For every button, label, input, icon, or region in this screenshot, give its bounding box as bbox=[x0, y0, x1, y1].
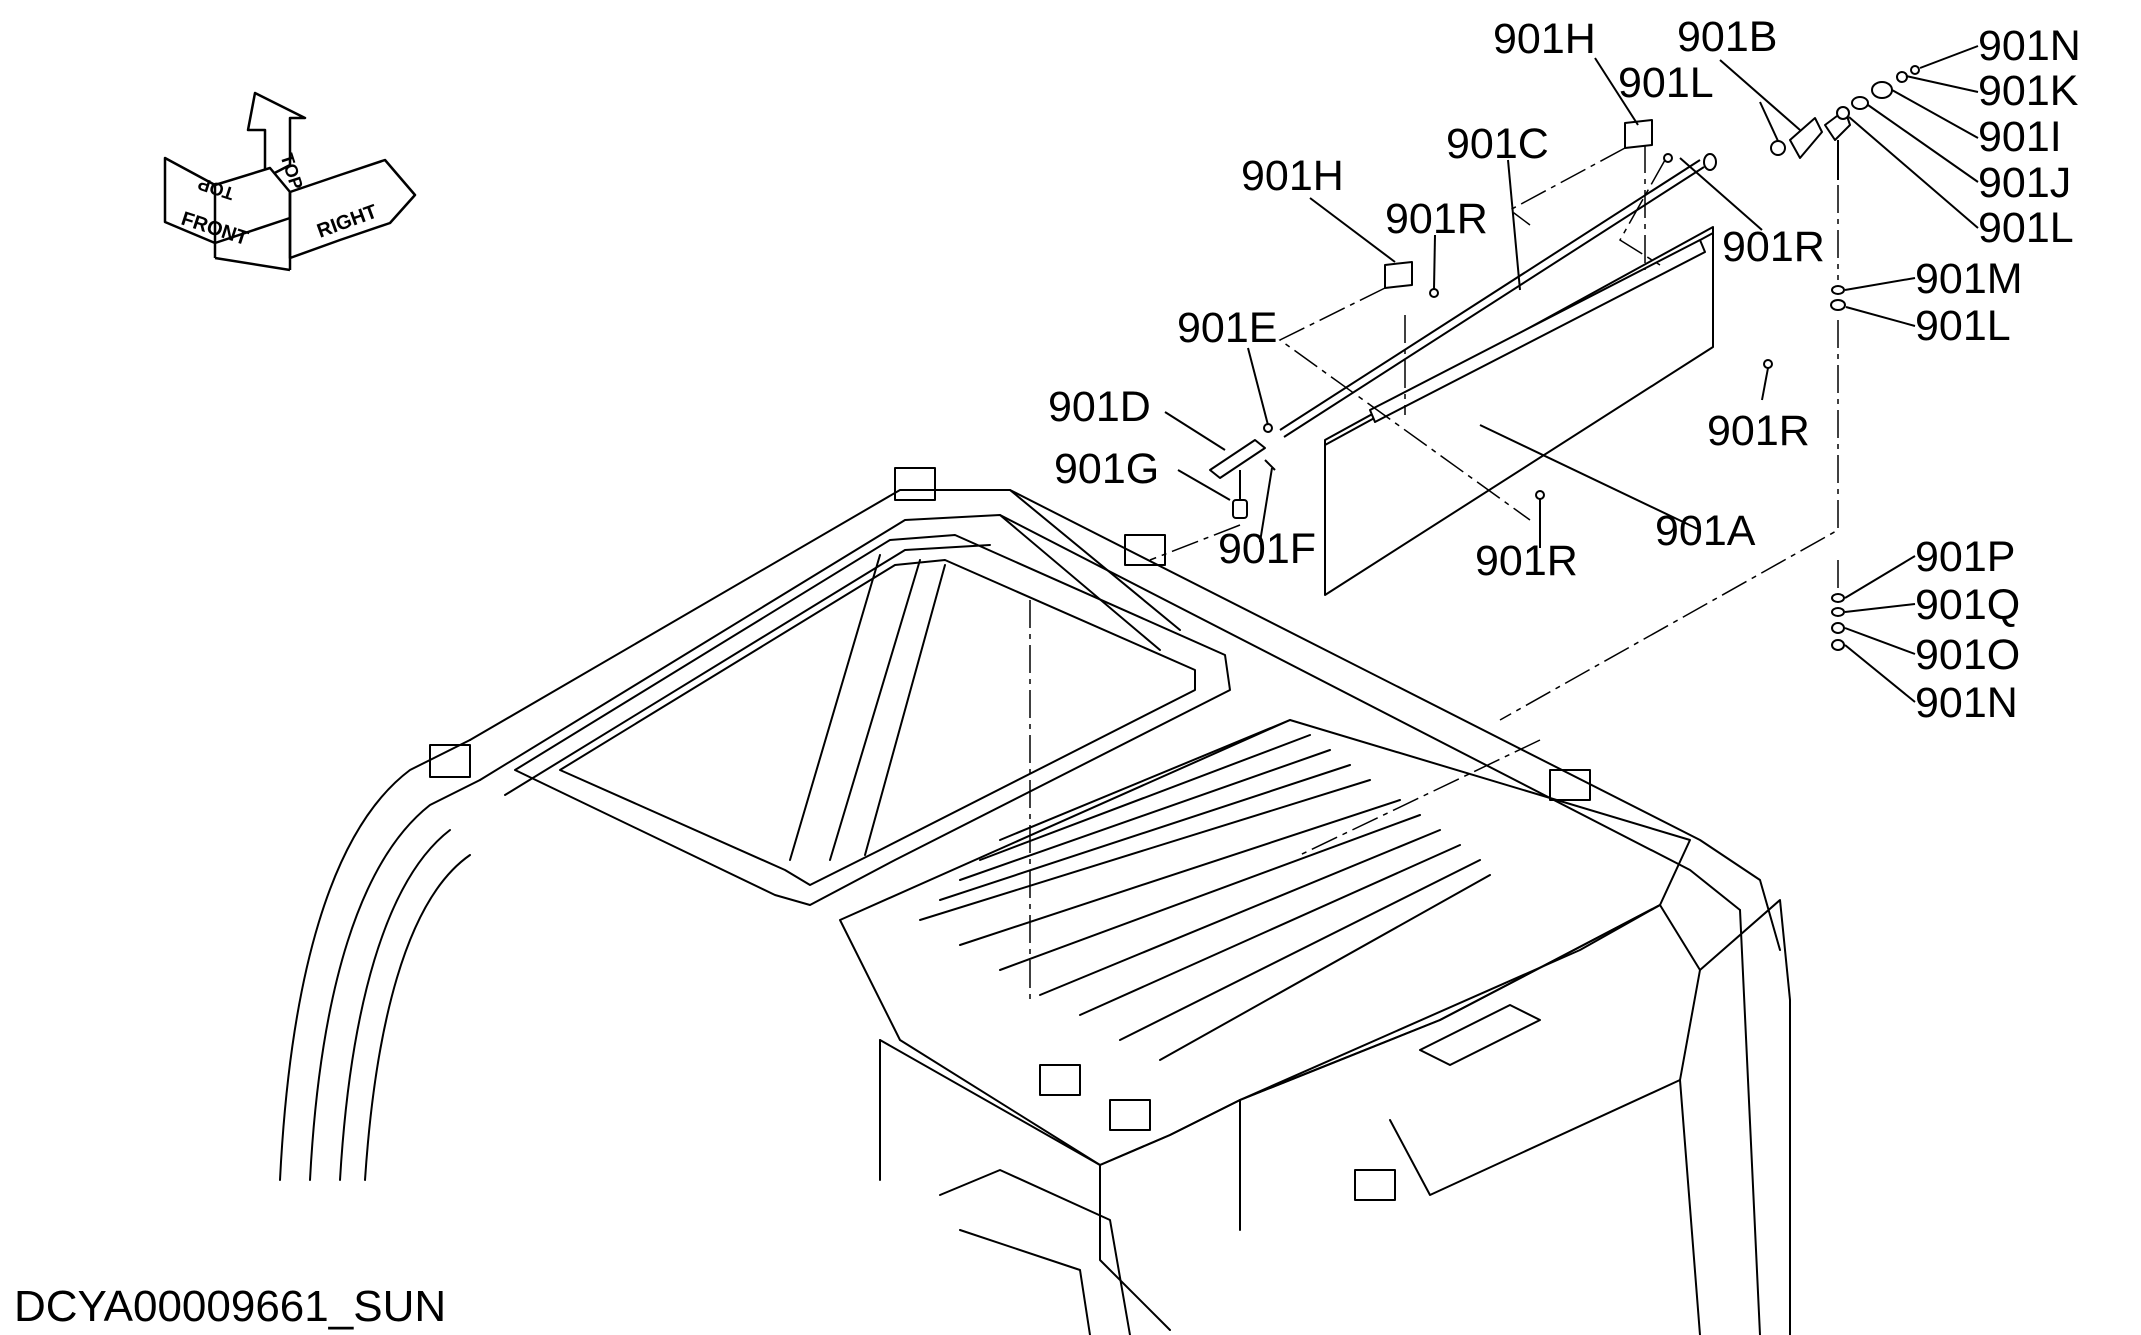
callout-901Q[interactable]: 901Q bbox=[1915, 581, 2021, 629]
callout-901A[interactable]: 901A bbox=[1655, 507, 1756, 555]
roof-window-inner bbox=[559, 559, 1196, 886]
callout-901L-top[interactable]: 901L bbox=[1618, 59, 1714, 107]
orient-edge bbox=[214, 256, 291, 272]
sunshade-panel-901A bbox=[1324, 226, 1714, 596]
nut-901N bbox=[1831, 639, 1845, 651]
callout-901E[interactable]: 901E bbox=[1177, 304, 1278, 352]
callout-901R-c[interactable]: 901R bbox=[1707, 407, 1810, 455]
roof-panel-front bbox=[879, 904, 1661, 1166]
roof-rail-left-3 bbox=[504, 544, 991, 796]
callout-901D[interactable]: 901D bbox=[1048, 383, 1151, 431]
bushing-901I bbox=[1871, 81, 1893, 99]
mount-bracket bbox=[429, 744, 471, 778]
nut-901O bbox=[1831, 622, 1845, 634]
bracket-901H-right bbox=[1624, 119, 1653, 149]
nut-901N-top bbox=[1910, 65, 1920, 75]
bracket-901H-left bbox=[1384, 261, 1413, 289]
roof-beam bbox=[789, 554, 946, 861]
mount-bracket bbox=[1109, 1099, 1151, 1131]
roof-window-outer bbox=[514, 534, 1231, 906]
callout-901R-b[interactable]: 901R bbox=[1722, 223, 1825, 271]
roof-rail-left-2 bbox=[479, 514, 1161, 781]
washer-901K bbox=[1896, 71, 1908, 83]
cab-roof-frame bbox=[279, 467, 1791, 1335]
washer-901Q bbox=[1831, 607, 1845, 617]
screw-901R-c bbox=[1763, 359, 1773, 369]
orientation-indicator: FRONT TOP TOP RIGHT bbox=[163, 91, 417, 272]
sunshade-slats bbox=[919, 719, 1491, 1061]
callout-901O[interactable]: 901O bbox=[1915, 631, 2021, 679]
pin-901F bbox=[1264, 459, 1276, 471]
mount-bracket bbox=[1039, 1064, 1081, 1096]
callout-901G[interactable]: 901G bbox=[1054, 445, 1160, 493]
rod-end bbox=[1703, 153, 1717, 171]
leader-lines bbox=[1164, 45, 1979, 703]
mount-bracket bbox=[894, 467, 936, 501]
pin-901D bbox=[1209, 439, 1266, 479]
callout-901J[interactable]: 901J bbox=[1978, 159, 2072, 207]
roof-front-box bbox=[1239, 904, 1701, 1196]
mount-bracket bbox=[1354, 1169, 1396, 1201]
sunshade-assembly bbox=[1209, 65, 1920, 651]
washer-901L-low bbox=[1830, 299, 1846, 311]
panel-hinge-strip bbox=[1369, 239, 1706, 423]
callout-901M[interactable]: 901M bbox=[1915, 255, 2023, 303]
roof-rail-top bbox=[1009, 489, 1781, 951]
washer-901M bbox=[1831, 285, 1845, 295]
callout-901L-low[interactable]: 901L bbox=[1915, 302, 2011, 350]
washer-901L-top bbox=[1770, 140, 1786, 156]
callout-901F[interactable]: 901F bbox=[1218, 525, 1317, 573]
callout-901K[interactable]: 901K bbox=[1978, 67, 2079, 115]
assembly-lines bbox=[1029, 145, 1839, 1000]
callout-901B[interactable]: 901B bbox=[1677, 13, 1778, 61]
screw-901R-a bbox=[1429, 288, 1439, 298]
mount-bracket bbox=[1124, 534, 1166, 566]
washer-901E bbox=[1263, 423, 1273, 433]
front-pillar-edge bbox=[339, 829, 451, 1181]
callout-901H-top[interactable]: 901H bbox=[1493, 15, 1596, 63]
top-arrow-shape bbox=[246, 91, 307, 180]
cab-front-face bbox=[879, 1039, 1241, 1331]
screw-901R-b bbox=[1663, 153, 1673, 163]
callout-901I[interactable]: 901I bbox=[1978, 113, 2062, 161]
document-id: DCYA00009661_SUN bbox=[14, 1282, 447, 1331]
callout-901C[interactable]: 901C bbox=[1446, 120, 1549, 168]
callout-901R-a[interactable]: 901R bbox=[1385, 195, 1488, 243]
rod-901C bbox=[1279, 159, 1701, 431]
callout-901H[interactable]: 901H bbox=[1241, 152, 1344, 200]
callout-901N[interactable]: 901N bbox=[1915, 679, 2018, 727]
roof-vent bbox=[1419, 1004, 1541, 1066]
cap-901G bbox=[1232, 499, 1248, 519]
spacer-901J bbox=[1851, 96, 1869, 110]
front-pillar-edge-2 bbox=[364, 854, 471, 1181]
callout-901L-mid[interactable]: 901L bbox=[1978, 204, 2074, 252]
right-arrow-shape bbox=[288, 158, 417, 260]
callout-901P[interactable]: 901P bbox=[1915, 533, 2016, 581]
roof-rail-top-2 bbox=[999, 514, 1741, 911]
washer-901P bbox=[1831, 593, 1845, 603]
front-pillar-outer bbox=[279, 739, 471, 1181]
callout-901N-top[interactable]: 901N bbox=[1978, 22, 2081, 70]
roof-rail-left bbox=[469, 489, 1181, 741]
screw-901R-d bbox=[1535, 490, 1545, 500]
rod-901C-edge bbox=[1283, 166, 1705, 438]
bracket-901B bbox=[1789, 117, 1823, 159]
mount-bracket bbox=[1549, 769, 1591, 801]
front-pillar-inner bbox=[309, 779, 481, 1181]
callout-901R-d[interactable]: 901R bbox=[1475, 537, 1578, 585]
cab-right-pillar bbox=[1679, 899, 1791, 1335]
cab-door-frame bbox=[939, 1169, 1131, 1335]
washer-901L-right bbox=[1836, 106, 1850, 120]
